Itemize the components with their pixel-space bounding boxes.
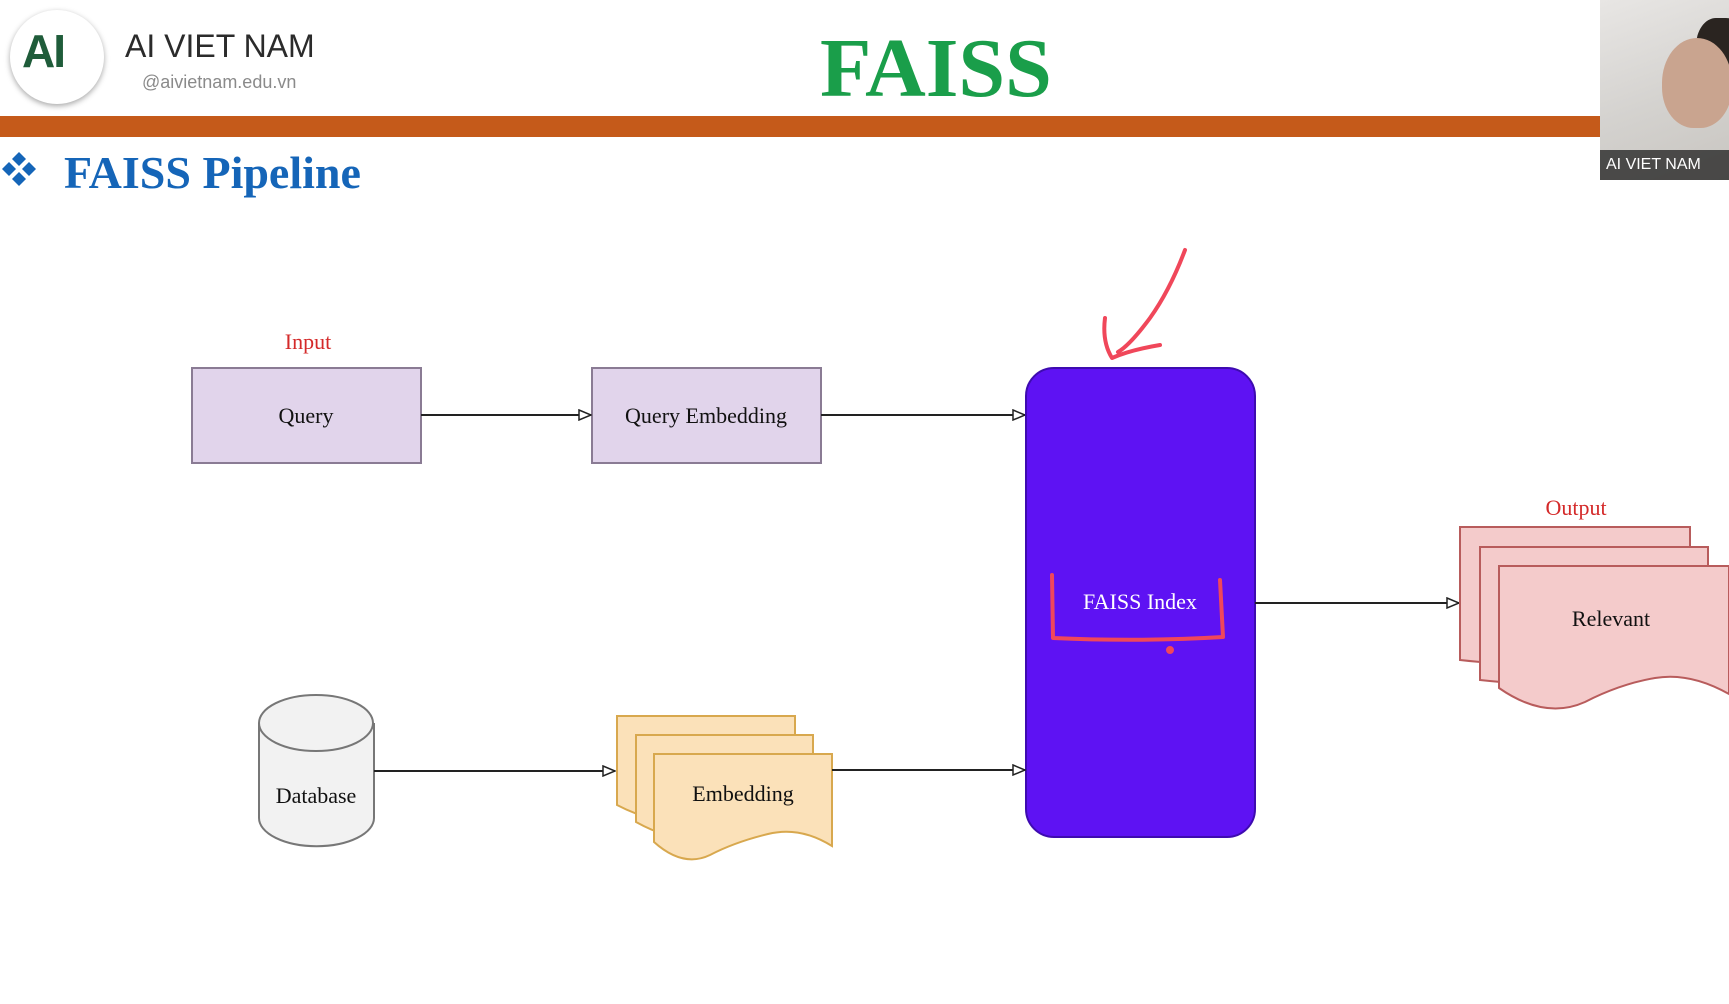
- webcam-presenter: [1662, 38, 1729, 128]
- embedding-node: Embedding: [616, 715, 833, 861]
- query-text: Query: [279, 403, 334, 428]
- faiss-index-node: FAISS Index: [1025, 367, 1256, 838]
- embedding-text: Embedding: [692, 781, 793, 806]
- brand-name: AI VIET NAM: [125, 28, 315, 64]
- webcam-thumbnail[interactable]: AI VIET NAM: [1600, 0, 1729, 180]
- query-node: Query: [191, 367, 422, 464]
- diamond-bullet-icon: [0, 146, 38, 199]
- annotation-bracket: [1050, 573, 1225, 654]
- logo-badge: [10, 10, 104, 104]
- relevant-node: Relevant: [1459, 526, 1729, 710]
- output-label: Output: [1545, 495, 1606, 520]
- database-text: Database: [276, 783, 357, 808]
- relevant-text: Relevant: [1572, 606, 1650, 631]
- section-heading: FAISS Pipeline: [0, 146, 361, 199]
- input-label: Input: [285, 329, 331, 354]
- query-embedding-node: Query Embedding: [591, 367, 822, 464]
- logo-mark: AI: [22, 25, 66, 77]
- faiss-index-text: FAISS Index: [1083, 589, 1197, 614]
- webcam-label: AI VIET NAM: [1600, 150, 1729, 180]
- database-node: Database: [258, 694, 375, 848]
- brand-website: @aivietnam.edu.vn: [142, 72, 297, 92]
- section-title: FAISS Pipeline: [64, 147, 361, 198]
- annotation-arrow: [1102, 248, 1187, 360]
- query-embedding-text: Query Embedding: [625, 403, 787, 428]
- header-divider: [0, 116, 1600, 137]
- slide-title: FAISS: [820, 22, 1052, 115]
